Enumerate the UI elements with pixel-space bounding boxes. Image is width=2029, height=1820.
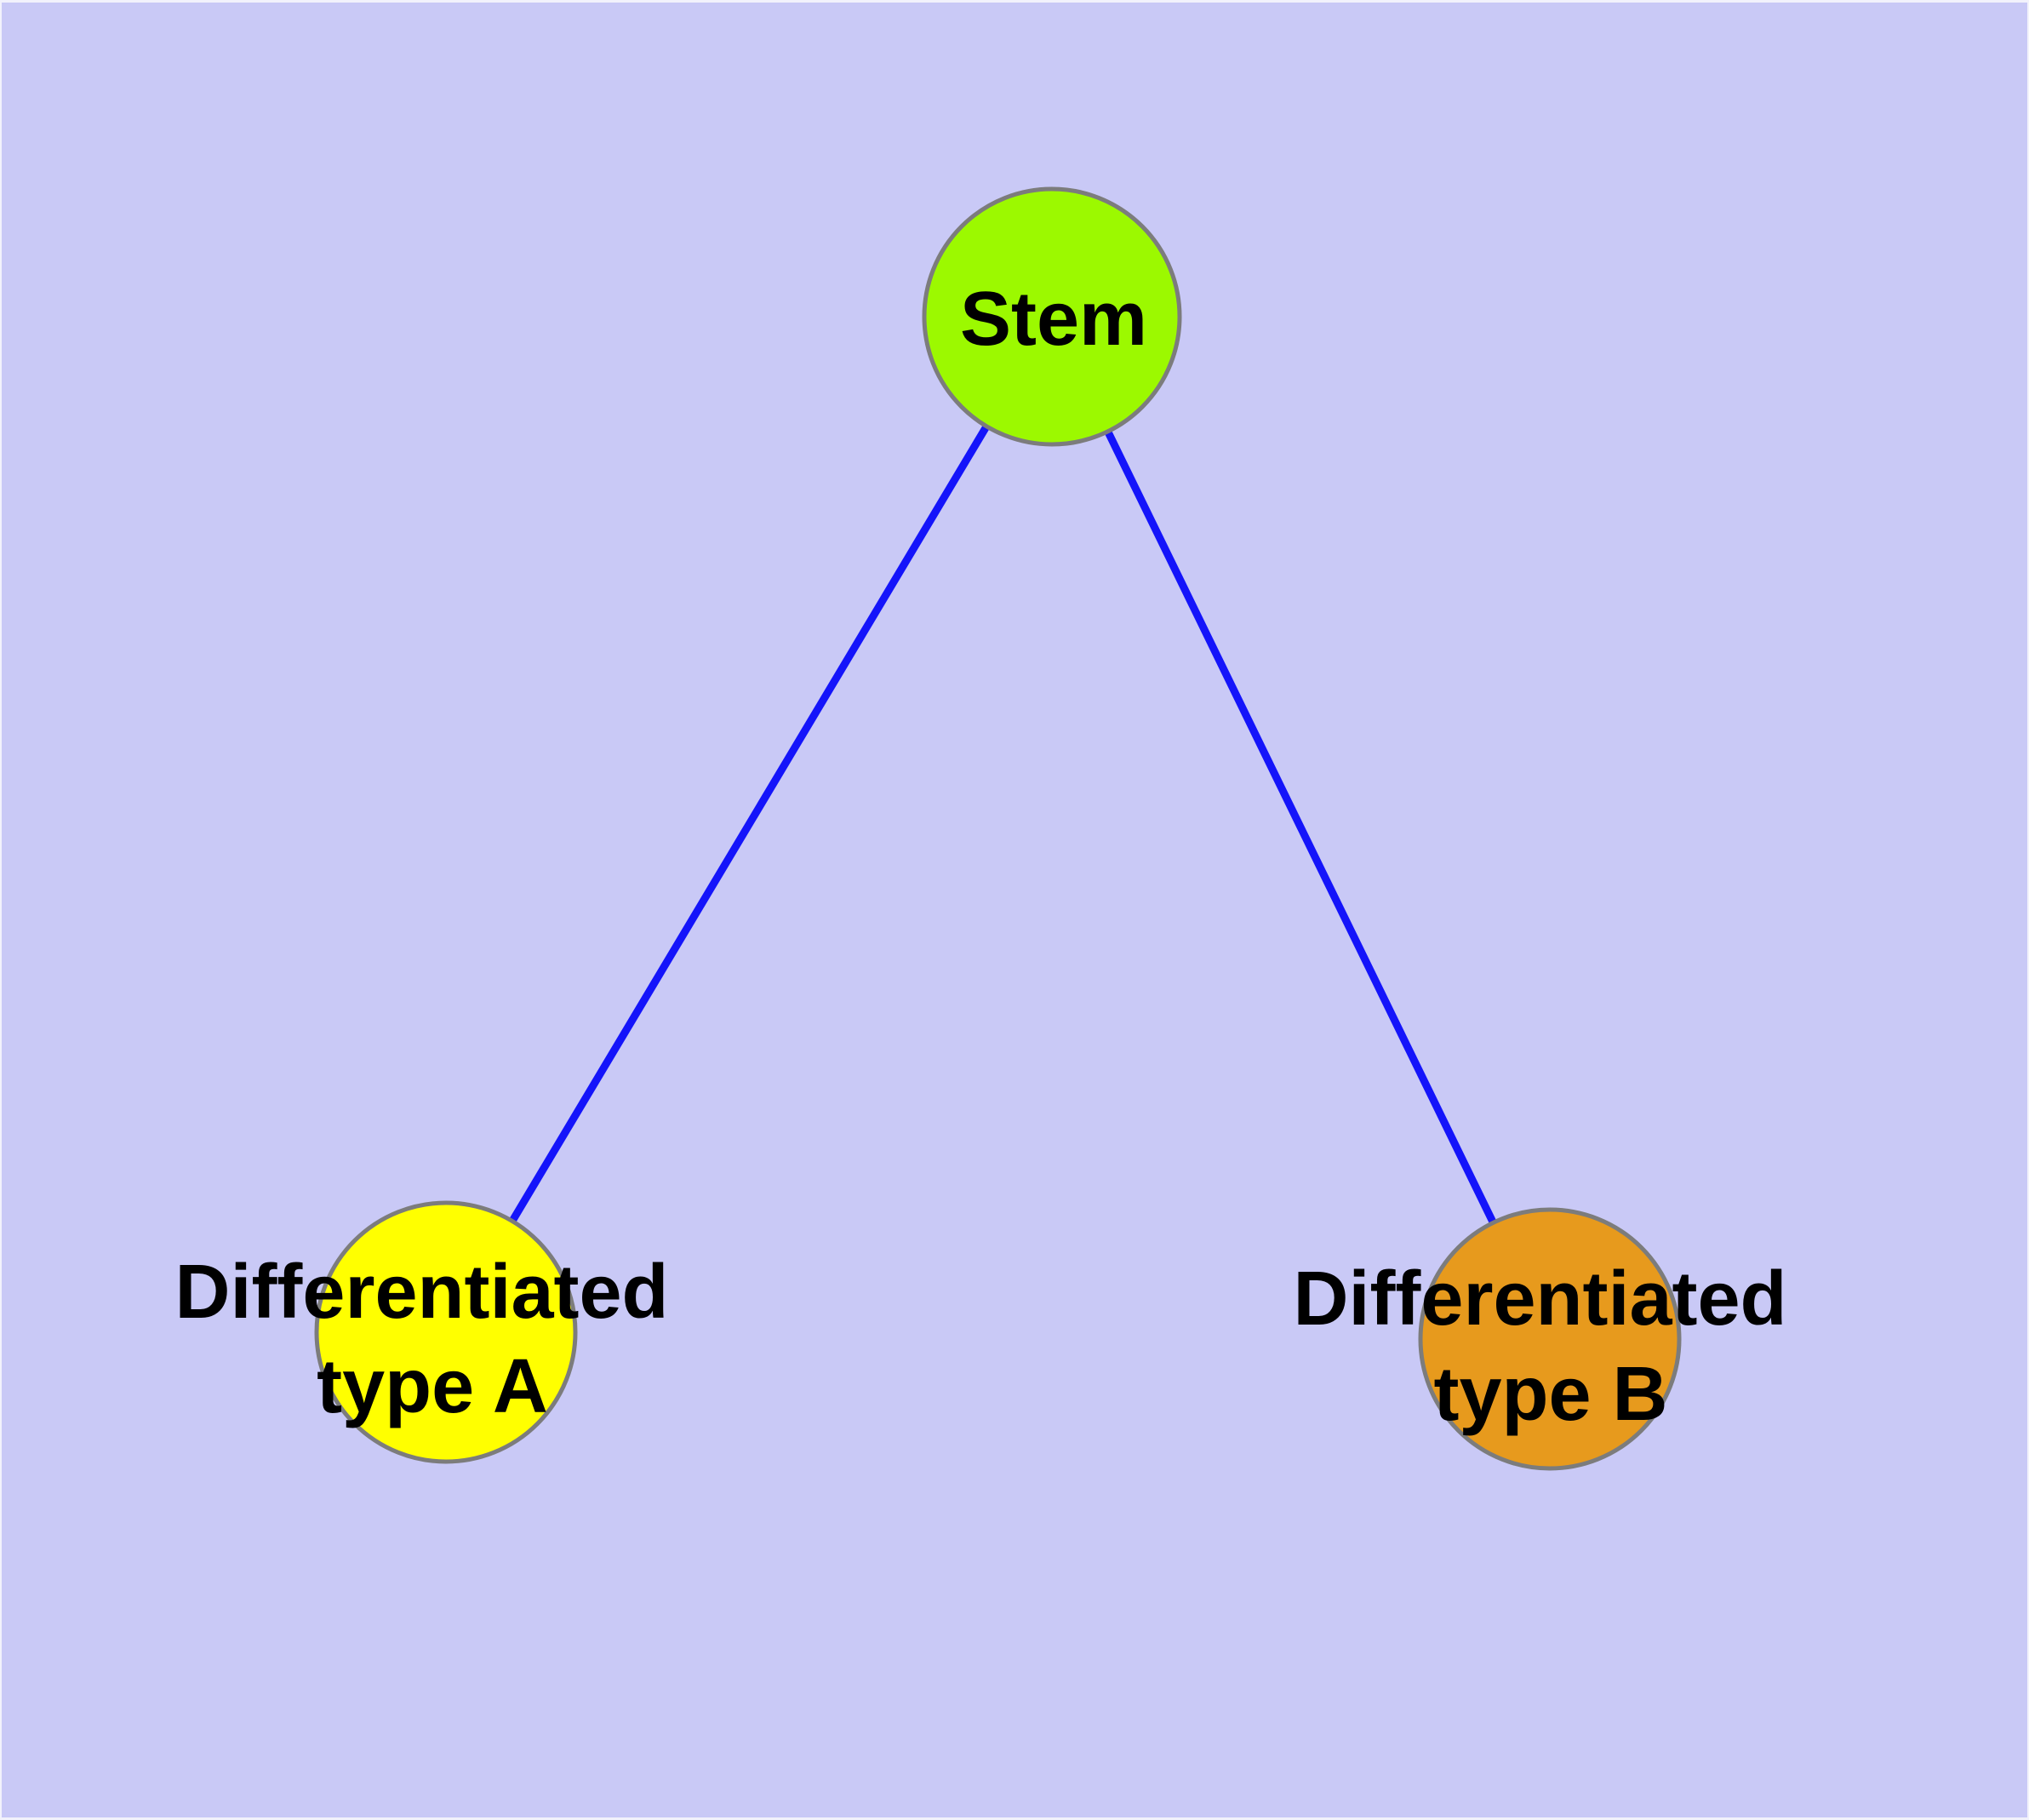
node-type-b-label-line2: type B	[1433, 1352, 1667, 1437]
node-type-a-label-line2: type A	[317, 1344, 548, 1429]
node-differentiated-type-b	[1418, 1207, 1682, 1471]
node-type-b-label: Differentiated type B	[1293, 1256, 1808, 1437]
edge-stem-to-type-a	[442, 312, 1056, 1336]
node-type-a-label: Differentiated type A	[174, 1250, 689, 1429]
node-stem	[922, 186, 1182, 447]
edge-stem-to-type-b	[1048, 312, 1554, 1343]
node-stem-label: Stem	[960, 277, 1147, 362]
node-type-a-label-line1: Differentiated	[174, 1250, 668, 1335]
node-differentiated-type-a	[314, 1200, 578, 1464]
node-type-b-label-line1: Differentiated	[1293, 1256, 1786, 1342]
